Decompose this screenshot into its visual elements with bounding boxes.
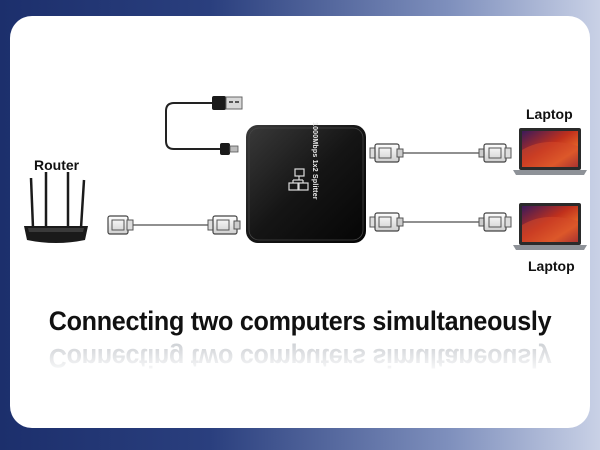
headline-reflection: Connecting two computers simultaneously	[48, 343, 552, 373]
ethernet-plug-icon	[369, 212, 404, 232]
ethernet-cable-laptop-bottom	[369, 212, 512, 232]
ethernet-plug-icon	[207, 215, 241, 235]
headline: Connecting two computers simultaneously	[48, 306, 552, 336]
laptop-bottom-label: Laptop	[528, 258, 575, 274]
usb-cable-icon	[165, 96, 243, 155]
router-icon	[24, 172, 88, 243]
ethernet-plug-icon	[478, 212, 512, 232]
laptop-icon	[513, 128, 587, 175]
network-symbol-icon	[288, 168, 309, 191]
ethernet-plug-icon	[107, 215, 134, 235]
splitter-label: 1000Mbps 1x2 Splitter	[311, 122, 318, 200]
laptop-icon	[513, 203, 587, 250]
ethernet-cable-laptop-top	[369, 143, 512, 163]
ethernet-plug-icon	[369, 143, 404, 163]
ethernet-cable-router	[107, 215, 241, 235]
splitter-device	[246, 125, 366, 243]
laptop-top-label: Laptop	[526, 106, 573, 122]
router-label: Router	[34, 157, 80, 173]
ethernet-plug-icon	[478, 143, 512, 163]
